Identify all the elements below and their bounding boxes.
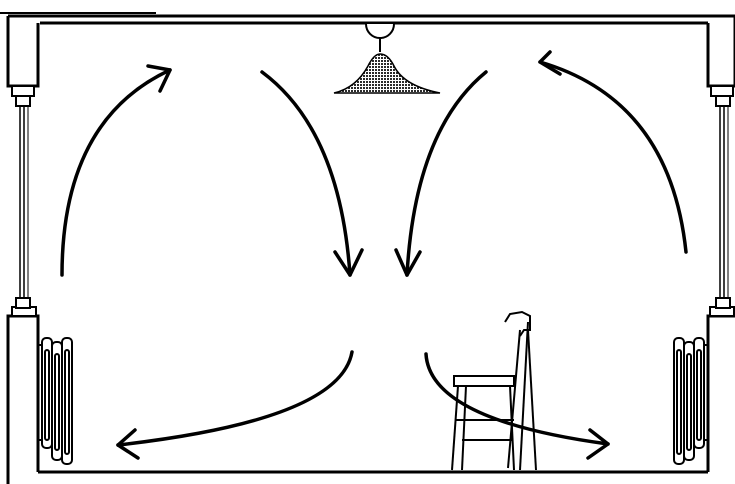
right-radiator — [673, 337, 708, 465]
left-radiator — [38, 337, 73, 465]
right-wall — [706, 16, 735, 472]
arrow-left-rising — [60, 64, 172, 277]
chair — [451, 310, 537, 471]
left-wall — [6, 16, 40, 484]
arrow-right-descending — [394, 70, 488, 277]
arrow-right-rising — [538, 50, 688, 254]
ceiling-lamp — [333, 23, 441, 94]
left-window — [19, 106, 29, 298]
arrow-lower-right — [424, 352, 610, 460]
right-window — [719, 106, 729, 298]
arrow-left-descending — [260, 70, 364, 277]
ceiling — [8, 14, 735, 25]
airflow-arrows — [60, 50, 688, 460]
arrow-lower-left — [116, 350, 354, 460]
